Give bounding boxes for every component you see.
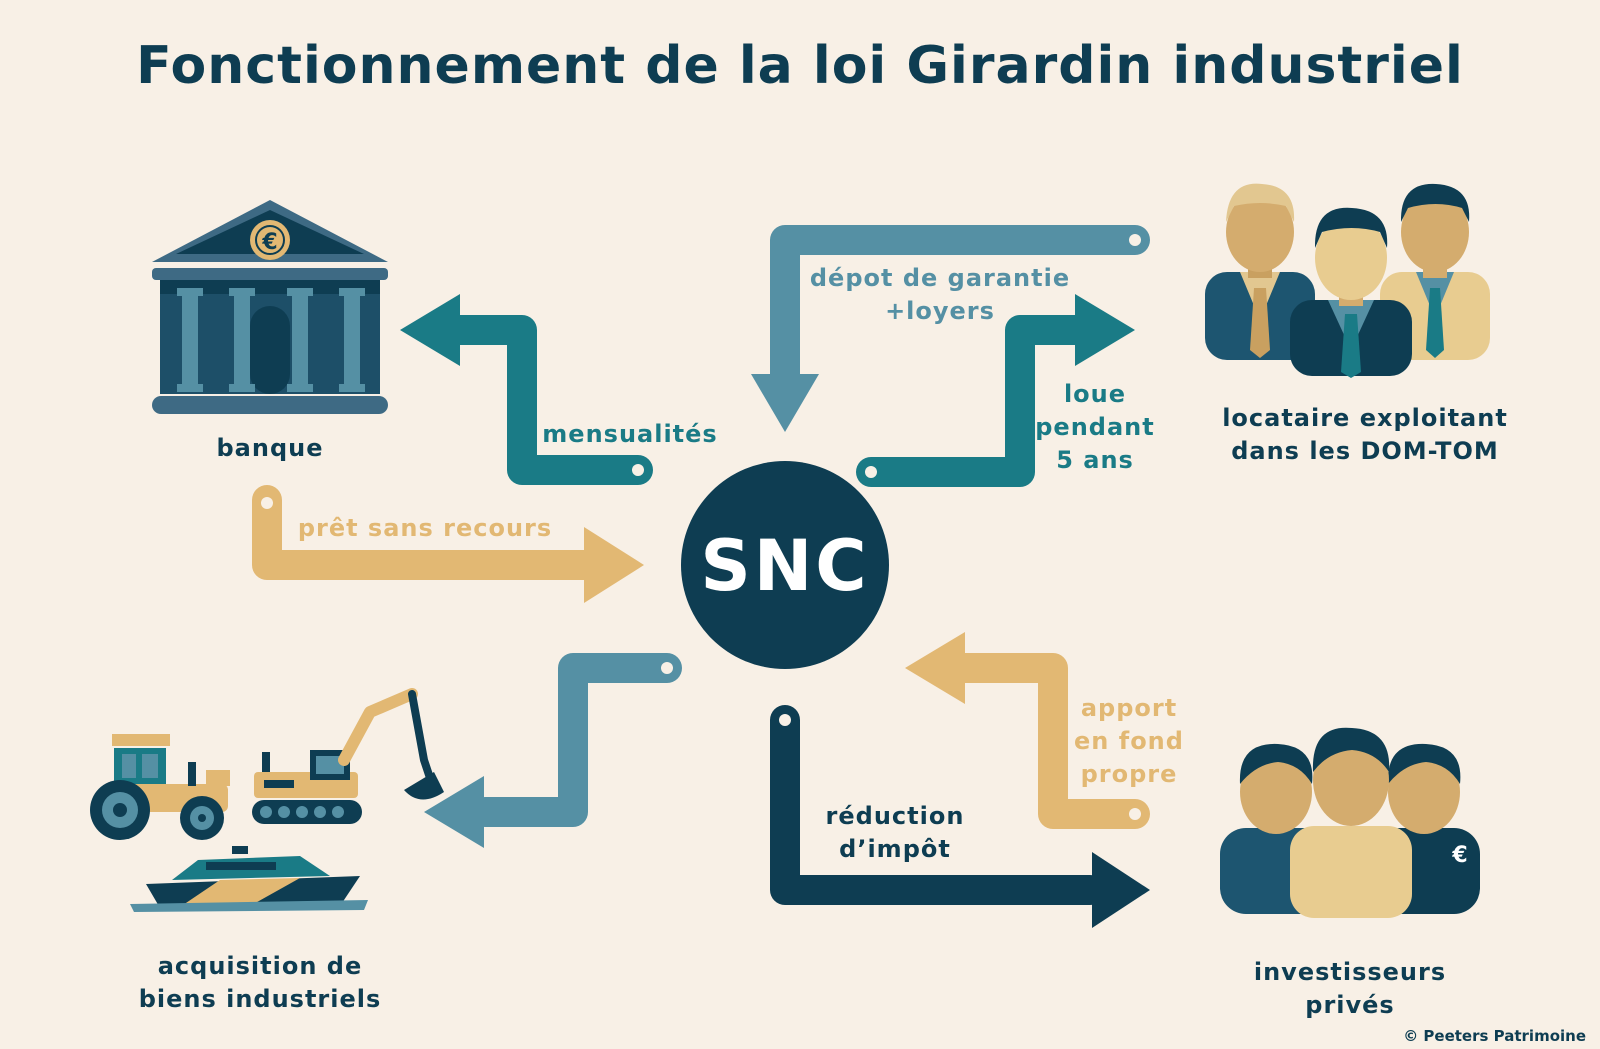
label-acquisition: acquisition de biens industriels — [138, 952, 382, 1013]
snc-node: SNC — [681, 461, 889, 669]
bank-icon: € — [152, 200, 388, 414]
euro-icon: € — [261, 230, 277, 255]
arrow-pret-sans-recours — [252, 485, 644, 603]
label-pret-sans-recours: prêt sans recours — [297, 514, 553, 542]
copyright-credit: © Peeters Patrimoine — [1403, 1027, 1586, 1045]
arrow-reduction-impot — [770, 705, 1150, 928]
label-loue-pendant: loue pendant 5 ans — [1035, 380, 1155, 474]
arrow-mensualites — [400, 294, 653, 485]
label-apport: apport en fond propre — [1074, 694, 1184, 788]
industrial-machinery-icon — [90, 688, 444, 912]
euro-icon: € — [1451, 843, 1467, 868]
label-mensualites: mensualités — [542, 420, 718, 448]
excavator-icon — [252, 688, 444, 824]
label-locataire: locataire exploitant dans les DOM-TOM — [1222, 404, 1508, 465]
arrow-acquisition — [424, 653, 682, 848]
label-investisseurs: investisseurs privés — [1253, 958, 1447, 1019]
label-banque: banque — [216, 434, 324, 462]
arrow-loue — [856, 294, 1135, 487]
page-title: Fonctionnement de la loi Girardin indust… — [136, 36, 1464, 96]
business-people-icon — [1205, 183, 1490, 378]
snc-label: SNC — [700, 525, 869, 607]
arrow-apport — [905, 632, 1150, 829]
boat-icon — [130, 846, 368, 912]
label-reduction-impot: réduction d’impôt — [825, 802, 965, 863]
label-depot-garantie: dépot de garantie +loyers — [809, 264, 1071, 325]
investors-icon: € — [1220, 727, 1480, 918]
arrow-depot-garantie — [751, 225, 1150, 432]
tractor-icon — [90, 734, 230, 840]
